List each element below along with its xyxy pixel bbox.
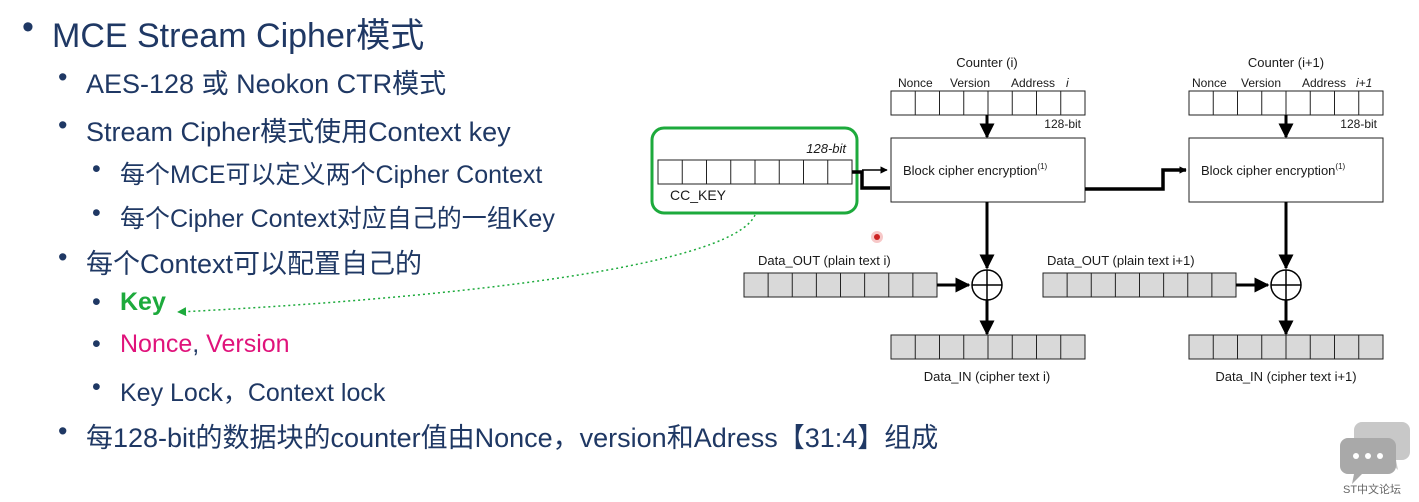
data-in-i1-label: Data_IN (cipher text i+1) <box>1215 369 1356 384</box>
block-cipher-i <box>890 137 1086 203</box>
counter-i1: Counter (i+1) Nonce Version Address i+1 … <box>1188 55 1384 131</box>
bullet-dot: • <box>58 62 68 92</box>
bullet-context-key: Stream Cipher模式使用Context key <box>86 117 511 147</box>
cc-key-cells <box>681 160 829 184</box>
counter-i-address-index: i <box>1066 76 1069 90</box>
bullet-dot: • <box>92 199 101 227</box>
counter-i-field-nonce: Nonce <box>898 76 933 90</box>
data-in-i1-cells <box>1212 335 1360 359</box>
version-label: Version <box>206 330 290 358</box>
xor-i1 <box>1270 269 1302 301</box>
bullet-dot: • <box>92 155 101 183</box>
bullet-dot: • <box>92 288 101 316</box>
watermark-label: ST中文论坛 <box>1343 484 1402 496</box>
key-pointer-line <box>177 214 756 317</box>
separator: , <box>192 330 207 358</box>
data-out-i1-label: Data_OUT (plain text i+1) <box>1047 253 1195 268</box>
key-to-block-line <box>852 170 890 190</box>
bullet-aes-mode: AES-128 或 Neokon CTR模式 <box>86 69 447 99</box>
counter-i1-field-nonce: Nonce <box>1192 76 1227 90</box>
bullet-dot: • <box>58 110 68 140</box>
bullet-dot: • <box>92 373 101 401</box>
block-cipher-i1 <box>1188 137 1384 203</box>
data-in-i-cells <box>914 335 1062 359</box>
counter-i1-cells <box>1212 91 1360 115</box>
bullet-dot: • <box>22 8 34 46</box>
counter-i1-field-version: Version <box>1241 76 1281 90</box>
counter-i1-bits: 128-bit <box>1340 117 1377 131</box>
bullet-nonce-version: Nonce, Version <box>120 330 290 359</box>
counter-i1-address-index: i+1 <box>1356 76 1372 90</box>
block-cipher-i1-label: Block cipher encryption(1) <box>1201 162 1346 178</box>
data-out-i-cells <box>767 273 914 297</box>
counter-i-field-address: Address <box>1011 76 1055 90</box>
counter-i-field-version: Version <box>950 76 990 90</box>
bullet-locks: Key Lock，Context lock <box>120 379 386 407</box>
chat-logo-icon <box>1340 422 1410 484</box>
data-in-i-label: Data_IN (cipher text i) <box>924 369 1050 384</box>
counter-i1-title: Counter (i+1) <box>1248 55 1324 70</box>
cc-key-bits-label: 128-bit <box>806 141 847 156</box>
bullet-context-keyset: 每个Cipher Context对应自己的一组Key <box>120 205 555 233</box>
bullet-dot: • <box>58 416 68 446</box>
bullet-key: Key <box>120 288 166 316</box>
bullet-dot: • <box>92 330 101 358</box>
data-out-i-label: Data_OUT (plain text i) <box>758 253 891 268</box>
bullet-context-config: 每个Context可以配置自己的 <box>86 249 423 279</box>
bullet-two-contexts: 每个MCE可以定义两个Cipher Context <box>120 161 543 189</box>
laser-pointer-dot <box>874 234 880 240</box>
counter-i-title: Counter (i) <box>956 55 1017 70</box>
cc-key-group: 128-bit CC_KEY <box>650 126 859 215</box>
counter-i-bits: 128-bit <box>1044 117 1081 131</box>
slide-title: MCE Stream Cipher模式 <box>52 17 425 55</box>
chain-line <box>1085 168 1186 191</box>
block-cipher-i-label: Block cipher encryption(1) <box>903 162 1048 178</box>
counter-i1-field-address: Address <box>1302 76 1346 90</box>
counter-i-cells <box>914 91 1062 115</box>
nonce-label: Nonce <box>120 330 193 358</box>
counter-i: Counter (i) Nonce Version Address i 128-… <box>890 55 1086 131</box>
data-out-i1-cells <box>1066 273 1213 297</box>
cc-key-label: CC_KEY <box>670 187 727 203</box>
xor-i <box>971 269 1003 301</box>
bullet-counter-composition: 每128-bit的数据块的counter值由Nonce，version和Adre… <box>86 423 939 453</box>
bullet-dot: • <box>58 242 68 272</box>
